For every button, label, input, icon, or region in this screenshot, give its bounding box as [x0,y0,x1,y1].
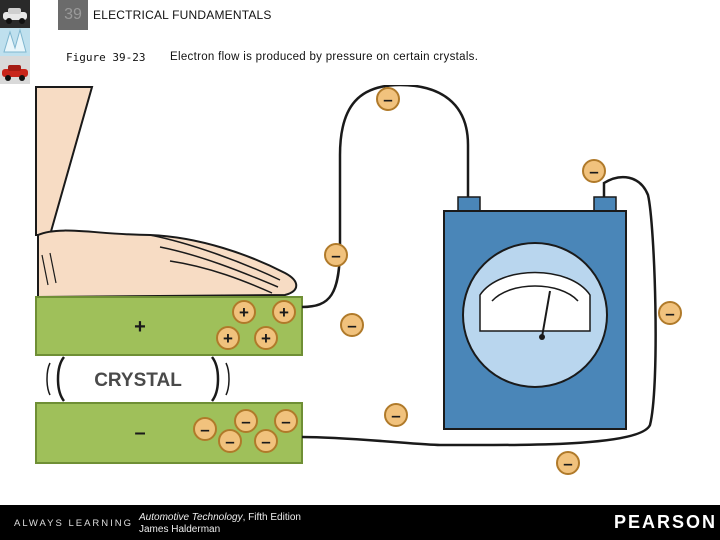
negative-charge-8: – [341,314,363,336]
book-author: James Halderman [139,524,220,535]
meter-scale-window [480,273,590,332]
svg-text:–: – [331,246,340,265]
svg-text:–: – [589,162,598,181]
svg-text:–: – [563,454,572,473]
svg-text:–: – [241,412,250,431]
svg-text:–: – [281,412,290,431]
thumbnail-strip [0,0,30,86]
svg-text:+: + [261,329,271,348]
book-citation: Automotive Technology, Fifth Edition Jam… [139,512,301,536]
ice-crystal-thumbnail-image [0,28,30,56]
book-title: Automotive Technology [139,512,243,523]
footer-tagline: ALWAYS LEARNING [14,518,133,529]
negative-charge-5: – [255,430,277,452]
svg-text:–: – [383,90,392,109]
svg-text:–: – [225,432,234,451]
negative-charge-6: – [377,88,399,110]
publisher-logo: PEARSON [614,512,717,533]
chapter-number-badge: 39 [58,0,88,30]
negative-charge-9: – [583,160,605,182]
figure-label: Figure 39-23 [66,51,145,64]
crystal-block: CRYSTAL [36,357,302,401]
crystal-label: CRYSTAL [94,370,182,391]
positive-charge-2: + [273,301,295,323]
car-thumbnail-image [0,0,30,28]
svg-text:–: – [200,420,209,439]
top-plate-sign: + [134,316,146,338]
svg-text:+: + [223,329,233,348]
svg-text:+: + [239,303,249,322]
negative-charge-4: – [219,430,241,452]
negative-charge-1: – [194,418,216,440]
positive-charge-1: + [233,301,255,323]
svg-text:+: + [279,303,289,322]
chapter-title: ELECTRICAL FUNDAMENTALS [93,8,272,22]
negative-charge-11: – [385,404,407,426]
svg-text:–: – [665,304,674,323]
svg-text:–: – [391,406,400,425]
positive-charge-4: + [255,327,277,349]
bottom-plate-sign: – [134,422,145,444]
piezoelectric-diagram: + CRYSTAL – ++++–––––––––––– [0,85,720,505]
svg-text:–: – [347,316,356,335]
negative-charge-3: – [275,410,297,432]
footer-bar: ALWAYS LEARNING Automotive Technology, F… [0,505,720,540]
meter-needle-pivot [539,334,545,340]
negative-charge-10: – [659,302,681,324]
pressing-hand [36,87,296,297]
negative-charge-7: – [325,244,347,266]
svg-text:–: – [261,432,270,451]
meter-terminal-left [458,197,480,211]
book-edition: , Fifth Edition [243,512,301,523]
positive-charge-3: + [217,327,239,349]
negative-charge-12: – [557,452,579,474]
figure-caption: Electron flow is produced by pressure on… [170,51,478,63]
voltmeter [444,197,626,429]
meter-terminal-right [594,197,616,211]
red-car-thumbnail-image [0,56,30,84]
negative-charge-2: – [235,410,257,432]
